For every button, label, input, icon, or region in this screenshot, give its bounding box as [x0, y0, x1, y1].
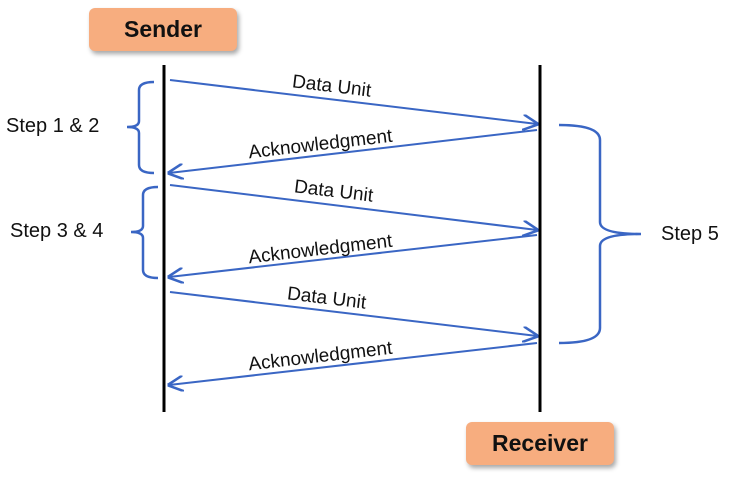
message-label: Data Unit: [286, 283, 368, 313]
step-5-brace: [558, 123, 642, 345]
step-3-4-brace: [130, 185, 159, 280]
data-unit-arrow-1: [169, 79, 537, 124]
step-1-2-brace: [126, 80, 155, 175]
message-label: Acknowledgment: [247, 231, 394, 269]
sender-label-box: Sender: [89, 8, 237, 51]
message-label: Data Unit: [291, 71, 373, 101]
data-unit-arrow-2: [169, 184, 537, 230]
step-1-2-label: Step 1 & 2: [6, 115, 100, 137]
ack-arrow-3: [169, 342, 538, 385]
receiver-label: Receiver: [492, 430, 588, 456]
step-3-4-label: Step 3 & 4: [10, 220, 104, 242]
receiver-label-box: Receiver: [466, 422, 614, 465]
message-label: Acknowledgment: [247, 338, 394, 376]
ack-arrow-1: [169, 129, 538, 173]
sender-label: Sender: [124, 16, 202, 42]
data-unit-arrow-3: [169, 291, 537, 336]
ack-arrow-2: [169, 234, 538, 277]
message-label: Acknowledgment: [247, 126, 394, 164]
step-5-label: Step 5: [661, 223, 719, 245]
